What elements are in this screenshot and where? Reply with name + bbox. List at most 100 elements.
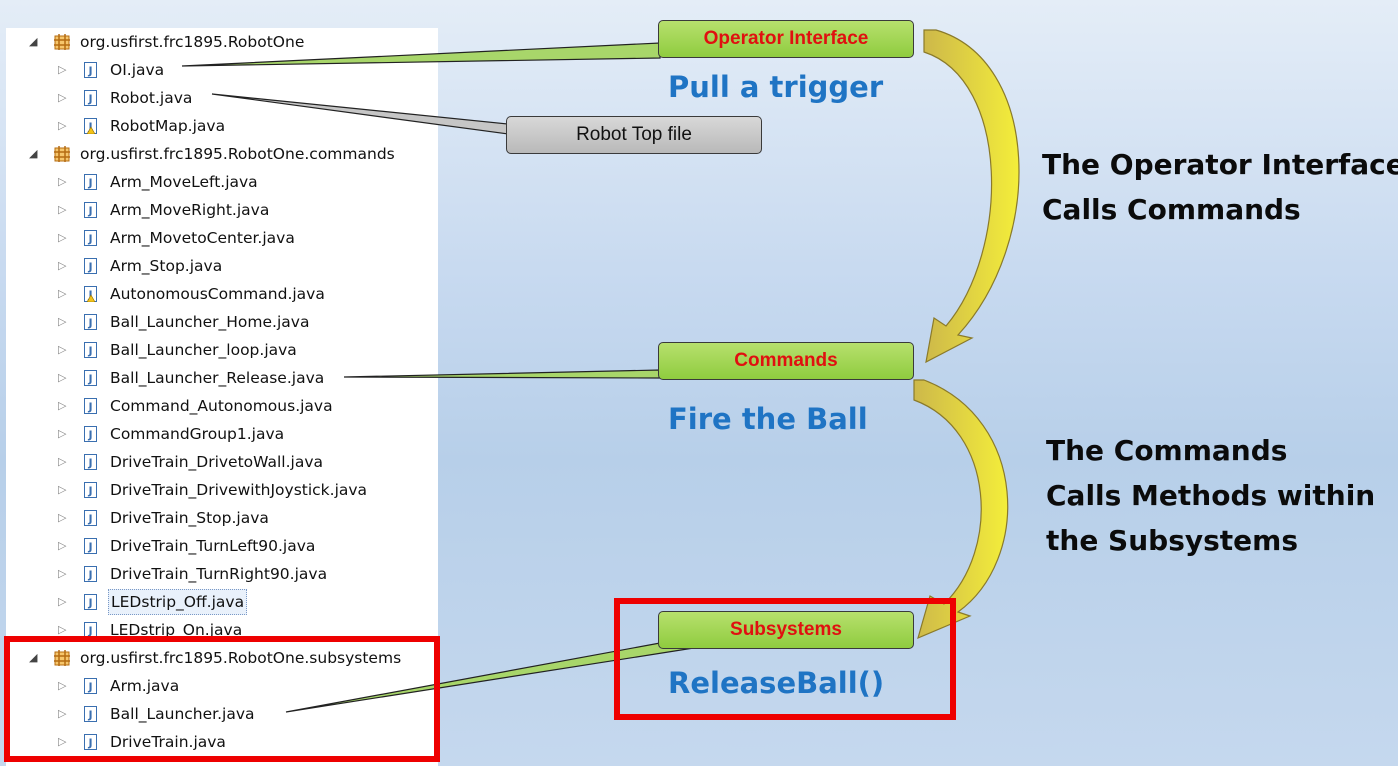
file-label: OI.java [110,61,165,79]
file-label: DriveTrain_Stop.java [110,509,269,527]
svg-text:J: J [87,485,92,498]
svg-text:J: J [87,513,92,526]
file-label: Ball_Launcher_Home.java [110,313,310,331]
svg-text:J: J [87,737,92,750]
collapsed-triangle-icon[interactable]: ▷ [58,315,67,328]
collapsed-triangle-icon[interactable]: ▷ [58,511,67,524]
java-file-icon: J [84,202,97,218]
file-label: Arm_MovetoCenter.java [110,229,295,247]
collapsed-triangle-icon[interactable]: ▷ [58,427,67,440]
file-label: RobotMap.java [110,117,226,135]
collapsed-triangle-icon[interactable]: ▷ [58,567,67,580]
java-file-icon: J [84,706,97,722]
collapsed-triangle-icon[interactable]: ▷ [58,679,67,692]
file-label: Command_Autonomous.java [110,397,333,415]
file-label: DriveTrain_DrivewithJoystick.java [110,481,368,499]
collapsed-triangle-icon[interactable]: ▷ [58,539,67,552]
collapsed-triangle-icon[interactable]: ▷ [58,371,67,384]
tree-package-commands[interactable]: ◢ org.usfirst.frc1895.RobotOne.commands [6,140,438,168]
commands-description-line: The Commands [1046,434,1288,467]
robot-connector-line [211,93,509,135]
tree-package-robotone[interactable]: ◢ org.usfirst.frc1895.RobotOne [6,28,438,56]
java-file-icon: J [84,454,97,470]
java-file-icon: J [84,538,97,554]
svg-text:J: J [87,177,92,190]
file-label: DriveTrain_TurnLeft90.java [110,537,316,555]
java-file-icon: J [84,62,97,78]
svg-text:J: J [87,65,92,78]
curved-arrow-commands-to-subsystems [913,379,1009,640]
svg-text:J: J [87,457,92,470]
java-file-icon: J [84,314,97,330]
file-label: DriveTrain_DrivetoWall.java [110,453,323,471]
package-icon [54,650,70,666]
subsystems-callout: Subsystems [658,611,914,649]
package-label: org.usfirst.frc1895.RobotOne.subsystems [80,649,402,667]
collapsed-triangle-icon[interactable]: ▷ [58,119,67,132]
file-label: DriveTrain.java [110,733,226,751]
java-file-icon: J [84,678,97,694]
package-label: org.usfirst.frc1895.RobotOne [80,33,305,51]
java-file-icon: J [84,342,97,358]
collapsed-triangle-icon[interactable]: ▷ [58,63,67,76]
file-label: Arm.java [110,677,180,695]
java-file-icon: J [84,510,97,526]
fire-ball-caption: Fire the Ball [668,402,868,436]
svg-text:J: J [87,317,92,330]
expanded-triangle-icon[interactable]: ◢ [29,35,38,48]
java-file-icon: J [84,370,97,386]
file-label: CommandGroup1.java [110,425,285,443]
svg-text:J: J [87,541,92,554]
commands-description: The Commands Calls Methods within the Su… [1046,428,1375,563]
curved-arrow-oi-to-commands [923,29,1020,364]
svg-text:J: J [87,709,92,722]
file-label: Ball_Launcher_loop.java [110,341,297,359]
svg-text:J: J [87,121,92,134]
svg-text:J: J [87,597,92,610]
svg-text:J: J [87,261,92,274]
expanded-triangle-icon[interactable]: ◢ [29,147,38,160]
collapsed-triangle-icon[interactable]: ▷ [58,343,67,356]
collapsed-triangle-icon[interactable]: ▷ [58,707,67,720]
commands-connector-line [343,369,661,379]
java-file-icon: J [84,230,97,246]
commands-callout: Commands [658,342,914,380]
java-file-icon: J [84,90,97,106]
svg-text:J: J [87,429,92,442]
svg-text:J: J [87,345,92,358]
java-file-icon: J [84,426,97,442]
java-file-icon: J [84,734,97,750]
tree-package-subsystems[interactable]: ◢ org.usfirst.frc1895.RobotOne.subsystem… [6,644,438,672]
collapsed-triangle-icon[interactable]: ▷ [58,287,67,300]
collapsed-triangle-icon[interactable]: ▷ [58,91,67,104]
svg-text:J: J [87,205,92,218]
file-label: DriveTrain_TurnRight90.java [110,565,328,583]
java-file-icon: J [84,398,97,414]
collapsed-triangle-icon[interactable]: ▷ [58,399,67,412]
collapsed-triangle-icon[interactable]: ▷ [58,455,67,468]
package-icon [54,34,70,50]
collapsed-triangle-icon[interactable]: ▷ [58,231,67,244]
collapsed-triangle-icon[interactable]: ▷ [58,175,67,188]
file-label: Arm_Stop.java [110,257,223,275]
java-file-icon: J [84,594,97,610]
commands-description-line: the Subsystems [1046,524,1298,557]
collapsed-triangle-icon[interactable]: ▷ [58,735,67,748]
file-label: LEDstrip_On.java [110,621,243,639]
package-icon [54,146,70,162]
file-label: LEDstrip_Off.java [108,589,248,615]
operator-interface-callout: Operator Interface [658,20,914,58]
oi-connector-line [181,42,661,67]
svg-text:J: J [87,373,92,386]
svg-text:J: J [87,233,92,246]
expanded-triangle-icon[interactable]: ◢ [29,651,38,664]
svg-text:J: J [87,625,92,638]
collapsed-triangle-icon[interactable]: ▷ [58,203,67,216]
collapsed-triangle-icon[interactable]: ▷ [58,259,67,272]
robot-top-file-callout: Robot Top file [506,116,762,154]
java-file-warning-icon: J [84,286,97,302]
collapsed-triangle-icon[interactable]: ▷ [58,483,67,496]
collapsed-triangle-icon[interactable]: ▷ [58,595,67,608]
collapsed-triangle-icon[interactable]: ▷ [58,623,67,636]
